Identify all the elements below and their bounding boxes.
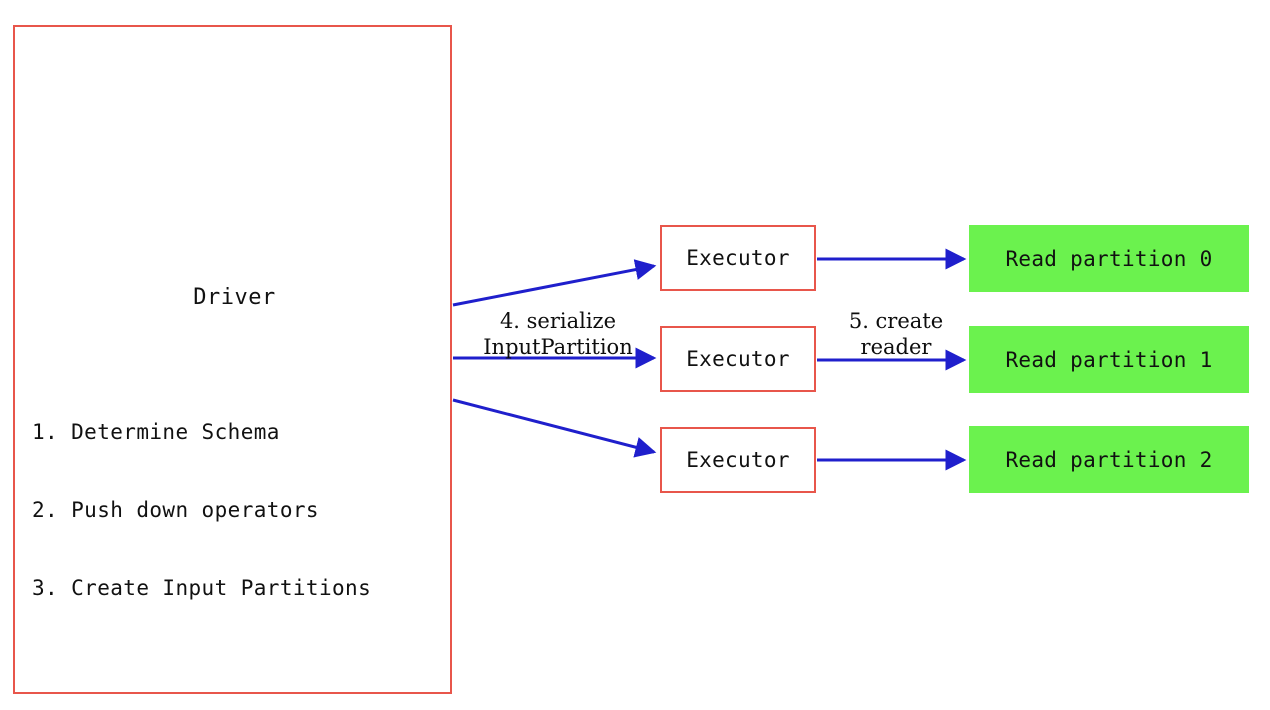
edge-label-serialize-line1: 4. serialize (499, 309, 617, 333)
driver-step-2: 2. Push down operators (32, 498, 319, 522)
partition-node-0: Read partition 0 (969, 225, 1249, 292)
driver-node: Driver 1. Determine Schema 2. Push down … (13, 25, 452, 694)
edge-label-serialize-line2: InputPartition (483, 335, 633, 359)
edge-label-create-reader-line1: 5. create (848, 309, 944, 333)
executor-node-2: Executor (660, 427, 816, 493)
driver-step-3: 3. Create Input Partitions (32, 576, 372, 600)
arrow-driver-to-executor-2 (452, 398, 657, 458)
driver-step-list: 1. Determine Schema 2. Push down operato… (32, 367, 452, 653)
partition-node-1: Read partition 1 (969, 326, 1249, 393)
driver-title: Driver (193, 285, 276, 310)
arrow-driver-to-executor-0 (452, 259, 657, 307)
executor-node-1: Executor (660, 326, 816, 392)
edge-label-create-reader: 5. create reader (826, 308, 966, 360)
edge-label-create-reader-line2: reader (860, 335, 932, 359)
executor-node-0: Executor (660, 225, 816, 291)
partition-node-2: Read partition 2 (969, 426, 1249, 493)
driver-step-1: 1. Determine Schema (32, 420, 280, 444)
edge-label-serialize: 4. serialize InputPartition (458, 308, 658, 360)
